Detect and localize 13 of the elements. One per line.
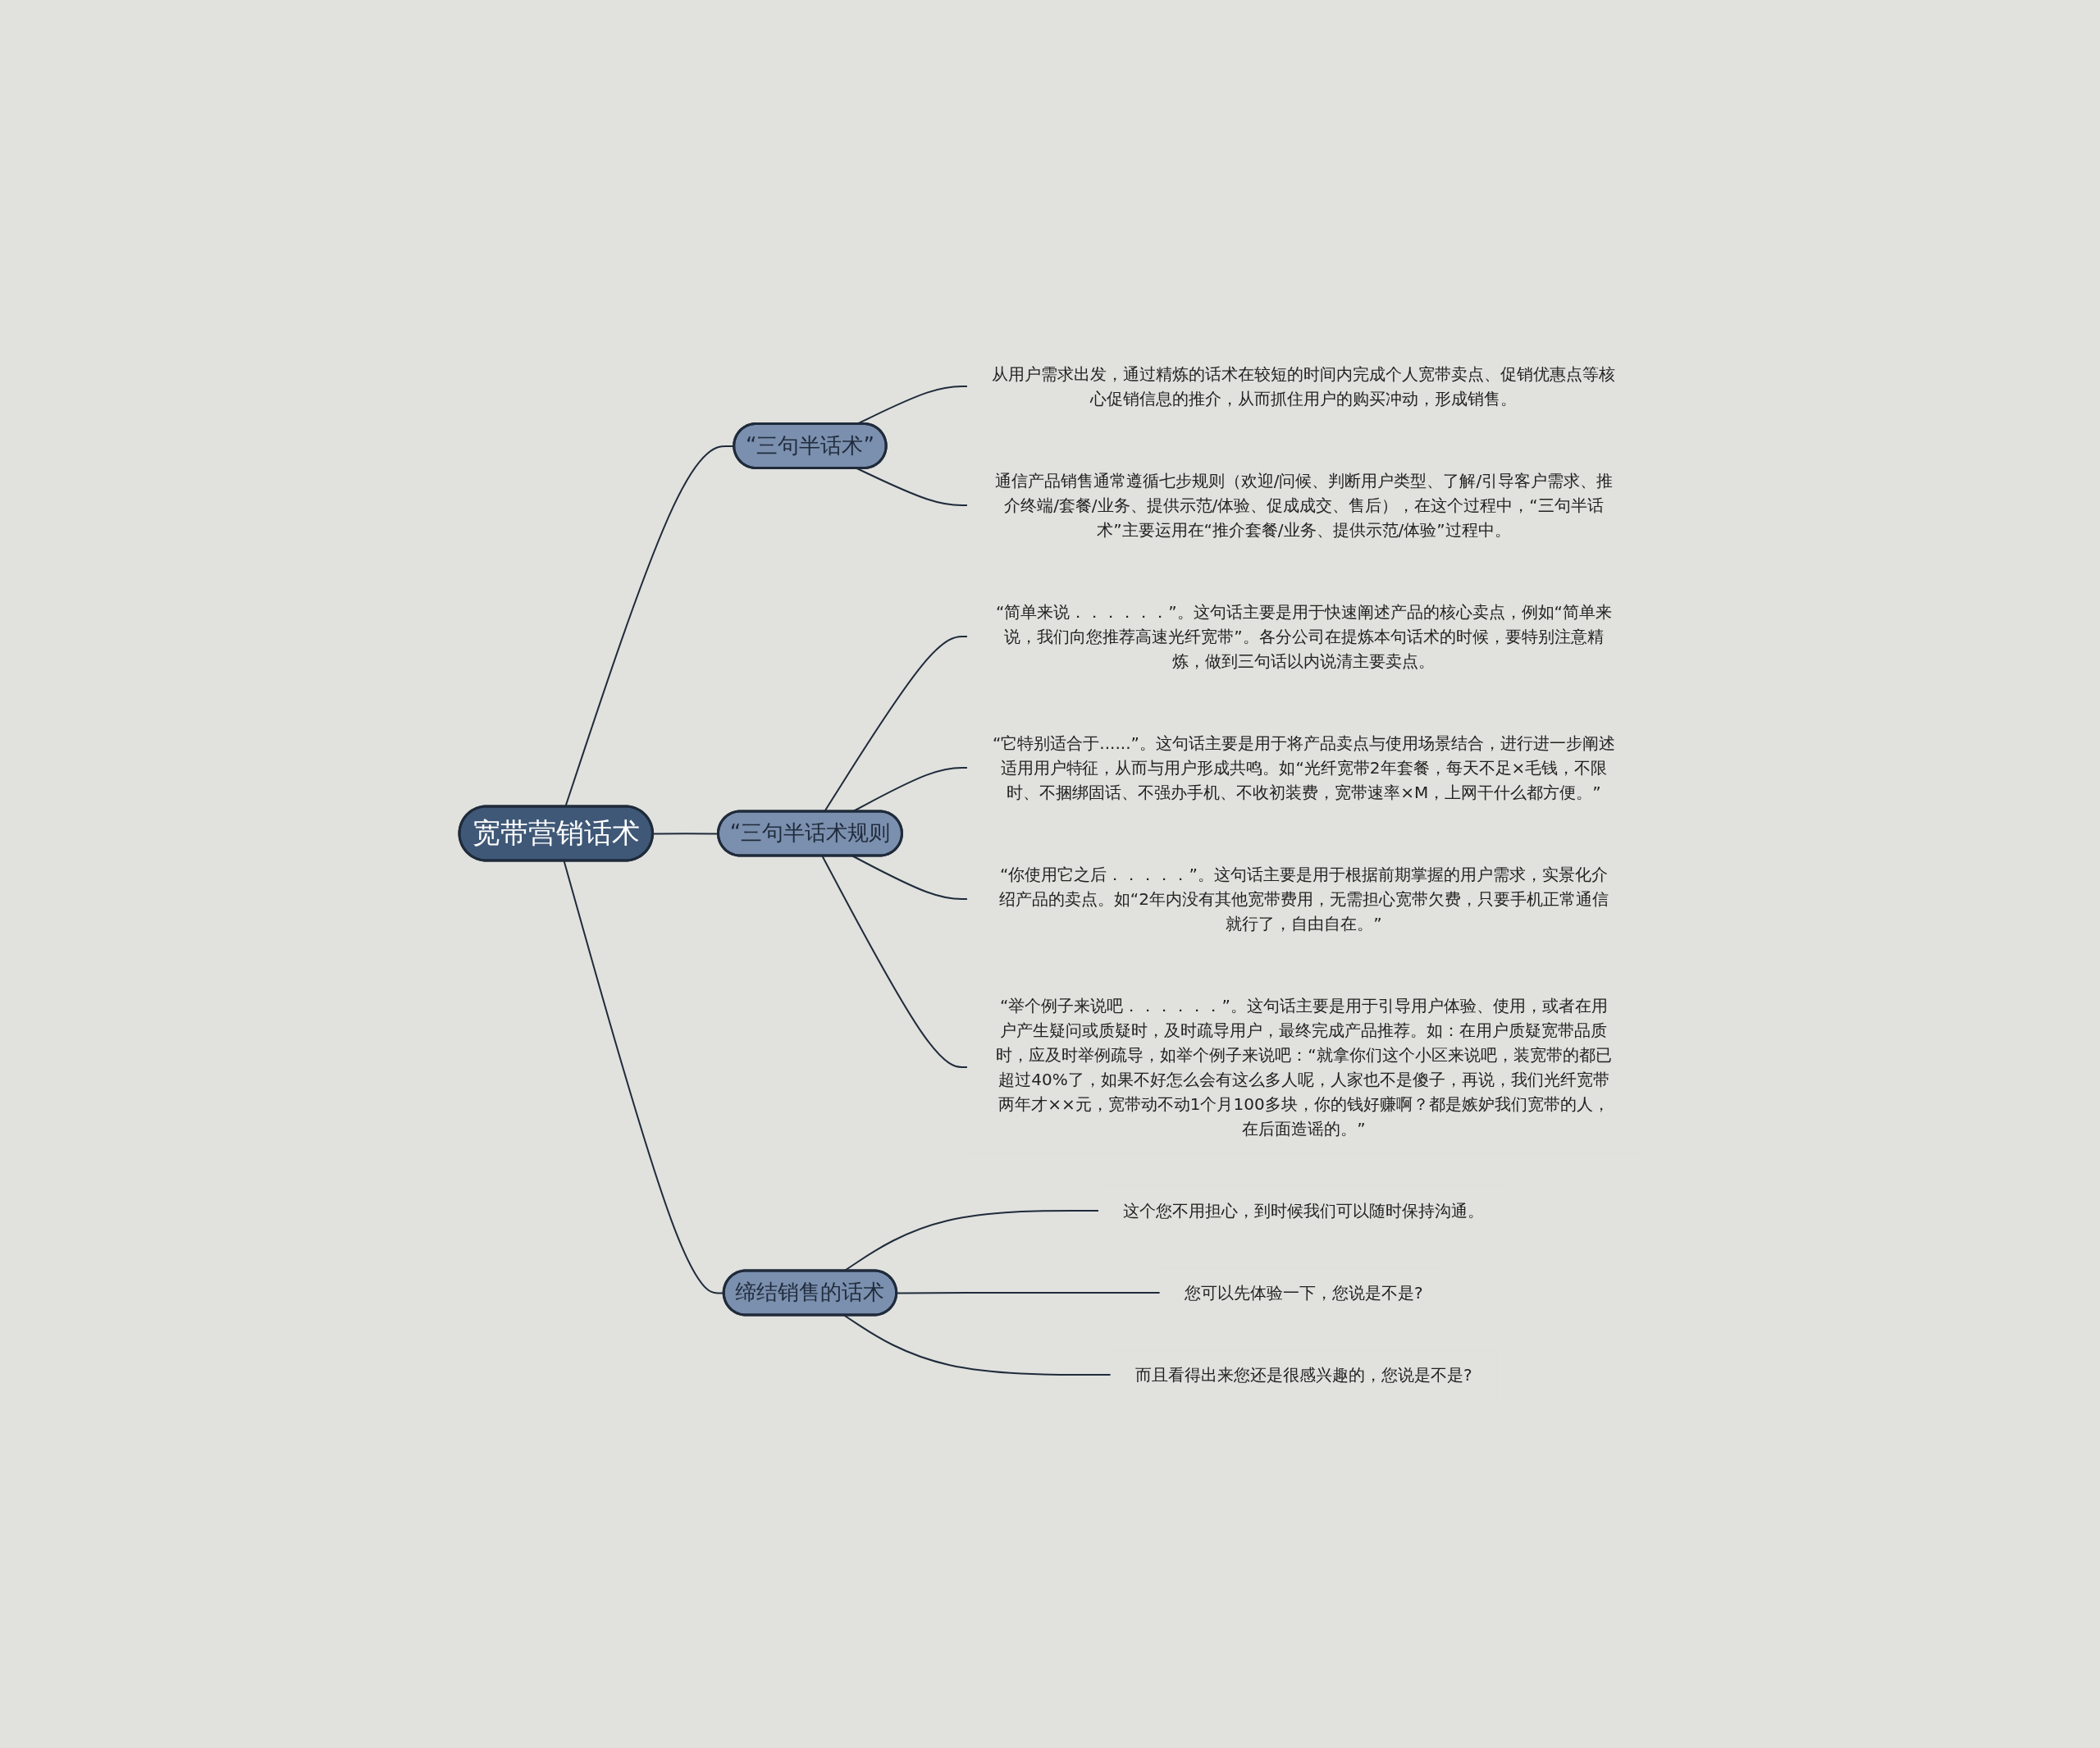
node-text: “举个例子来说吧．．．．．．”。这句话主要是用于引导用户体验、使用，或者在用户产生疑问或质疑时，及时疏导用户，最终完成产品推荐。如：在用户质疑宽带品质时，应及时举例疏导，如举个例子来说吧：“就拿你们这个小区来说吧，装宽带的都已超过40%了，如果不好怎么会有这么多人呢，人家也不是傻子，再说，我们光纤宽带两年才××元，宽带动不动1个月100多块，你的钱好赚啊？都是嫉妒我们宽带的人，在后面造谣的。” [996,995,1612,1139]
node-text: 这个您不用担心，到时候我们可以随时保持沟通。 [1123,1200,1485,1221]
node-text: 您可以先体验一下，您说是不是? [1185,1282,1424,1303]
connector [821,855,969,1068]
connector [896,1291,1162,1294]
node-text: “它特别适合于......”。这句话主要是用于将产品卖点与使用场景结合，进行进一步阐述适用用户特征，从而与用户形成共鸣。如“光纤宽带2年套餐，每天不足×毛钱，不限时、不捆绑固话、不强办手机、不收初装费，宽带速率×M，上网干什么都方便。” [993,733,1616,802]
node-text: “简单来说．．．．．．”。这句话主要是用于快速阐述产品的核心卖点，例如“简单来说，我们向您推荐高速光纤宽带”。各分公司在提炼本句话术的时候，要特别注意精炼，做到三句话以内说清主要卖点。 [996,601,1613,671]
node-text: 而且看得出来您还是很感兴趣的，您说是不是? [1135,1364,1473,1385]
node-text: “你使用它之后．．．．．”。这句话主要是用于根据前期掌握的用户需求，实景化介绍产品的卖点。如“2年内没有其他宽带费用，无需担心宽带欠费，只要手机正常通信就行了，自由自在。” [999,864,1609,933]
node-text: 从用户需求出发，通过精炼的话术在较短的时间内完成个人宽带卖点、促销优惠点等核心促销信息的推介，从而抓住用户的购买冲动，形成销售。 [992,363,1616,408]
connector [843,1314,1112,1376]
connector [851,855,969,900]
node-text: 通信产品销售通常遵循七步规则（欢迎/问候、判断用户类型、了解/引导客户需求、推介终端/套餐/业务、提供示范/体验、促成成交、售后），在这个过程中，“三句半话术”主要运用在“推介套餐/业务、提供示范/体验”过程中。 [994,470,1614,540]
